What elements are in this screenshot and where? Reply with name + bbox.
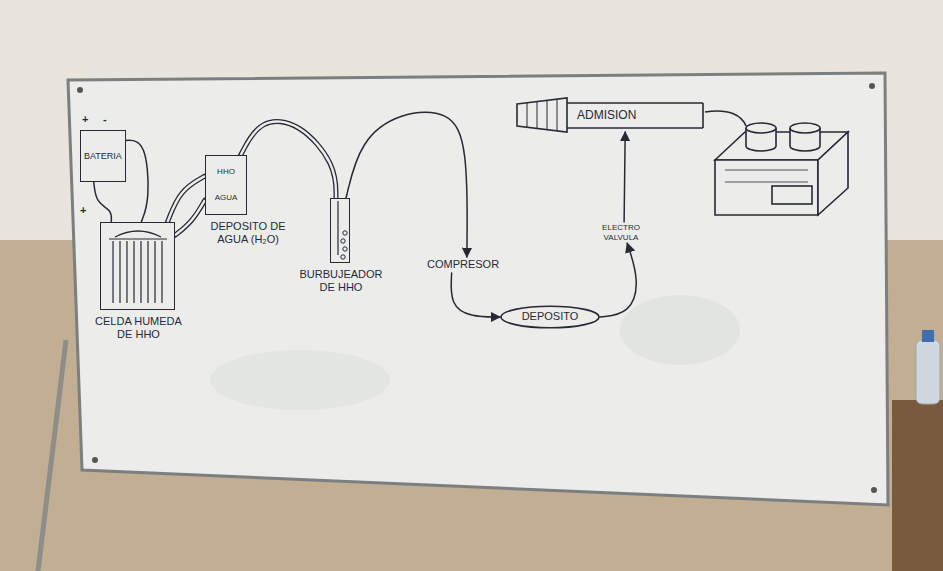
node-caption: CELDA HUMEDA DE HHO [91, 315, 186, 341]
polarity-sign: + [82, 113, 88, 126]
plate [126, 241, 127, 303]
node-text: COMPRESOR [427, 258, 499, 271]
plate [119, 241, 120, 303]
hose [175, 200, 205, 235]
hose-core [175, 200, 205, 235]
connector-group [241, 121, 336, 198]
engine-drawer [772, 186, 812, 204]
dip-tube [337, 201, 338, 255]
engine-block [705, 111, 848, 215]
air-filter [517, 98, 567, 132]
filter-fin [527, 103, 528, 127]
wet-cell: CELDA HUMEDA DE HHO [100, 222, 175, 310]
pole [38, 340, 66, 571]
node-text: AGUA [215, 193, 238, 203]
polarity-sign: + [80, 204, 86, 217]
engine-side [818, 132, 848, 215]
bubble [343, 231, 347, 235]
storage-tank: DEPOSITO [500, 305, 600, 329]
engine-hatch [725, 170, 808, 171]
connector-group [346, 112, 467, 257]
node-text: HHO [217, 167, 235, 177]
hose-core [168, 176, 206, 222]
battery-box: BATERIA [80, 130, 126, 182]
plate [161, 241, 162, 303]
smudge [210, 350, 390, 410]
connector-group [94, 182, 112, 222]
intake-outline [517, 98, 703, 132]
node-text: ELECTRO VALVULA [592, 223, 650, 242]
board-screw [871, 487, 877, 493]
cylinder-top [746, 123, 776, 133]
connector [600, 243, 636, 317]
node-caption: BURBUJEADOR DE HHO [296, 268, 386, 294]
compressor-label: COMPRESOR [425, 257, 501, 273]
plate [133, 241, 134, 303]
board-screw [92, 457, 98, 463]
connector-group [126, 140, 148, 222]
connector [94, 182, 112, 222]
connector-group [624, 132, 625, 222]
water-tank: HHOAGUADEPOSITO DE AGUA (H₂O) [205, 155, 247, 215]
bubble [341, 255, 345, 259]
connector [346, 112, 467, 257]
filter-fin [557, 99, 558, 131]
bubbler-shape [331, 199, 349, 262]
hose [241, 121, 336, 198]
shelf [892, 400, 943, 571]
wet-cell-shape [101, 223, 174, 309]
plate [154, 241, 155, 303]
bubble [341, 239, 345, 243]
bubble [343, 247, 347, 251]
engine-front [715, 160, 818, 215]
smudge [620, 295, 740, 365]
plate [140, 241, 141, 303]
node-text: ADMISION [577, 108, 636, 122]
intake-tube [567, 103, 703, 128]
solenoid-valve: ELECTRO VALVULA [590, 222, 652, 243]
plate [147, 241, 148, 303]
whiteboard [68, 73, 888, 505]
tank-outline [501, 306, 599, 328]
intake-manifold: ADMISION [515, 98, 705, 132]
bottle-cap [922, 330, 934, 342]
connector [451, 273, 500, 317]
board-screw [869, 83, 875, 89]
node-text: DEPOSITO [522, 310, 579, 323]
connector-group [600, 243, 636, 317]
hose [168, 176, 206, 222]
connector-group [168, 176, 206, 222]
board-screw [77, 87, 83, 93]
cylinder-top [790, 123, 820, 133]
polarity-sign: - [103, 113, 107, 126]
electrode-plates [109, 231, 167, 303]
node-text: BATERIA [84, 151, 122, 162]
plate [112, 241, 113, 303]
filter-fin [537, 102, 538, 129]
hose-core [241, 121, 336, 198]
connector [126, 140, 148, 222]
bottle [916, 340, 940, 404]
node-caption: DEPOSITO DE AGUA (H₂O) [206, 220, 290, 246]
intake-pipe [705, 111, 746, 126]
bubbles [338, 201, 347, 259]
connector [624, 132, 625, 222]
engine-hatch [725, 182, 808, 183]
filter-fin [547, 100, 548, 129]
cell-bar [109, 238, 167, 239]
bubbler: BURBUJEADOR DE HHO [330, 198, 350, 263]
connector-group [451, 273, 500, 317]
cell-cap [115, 231, 161, 237]
connector-group [175, 200, 205, 235]
